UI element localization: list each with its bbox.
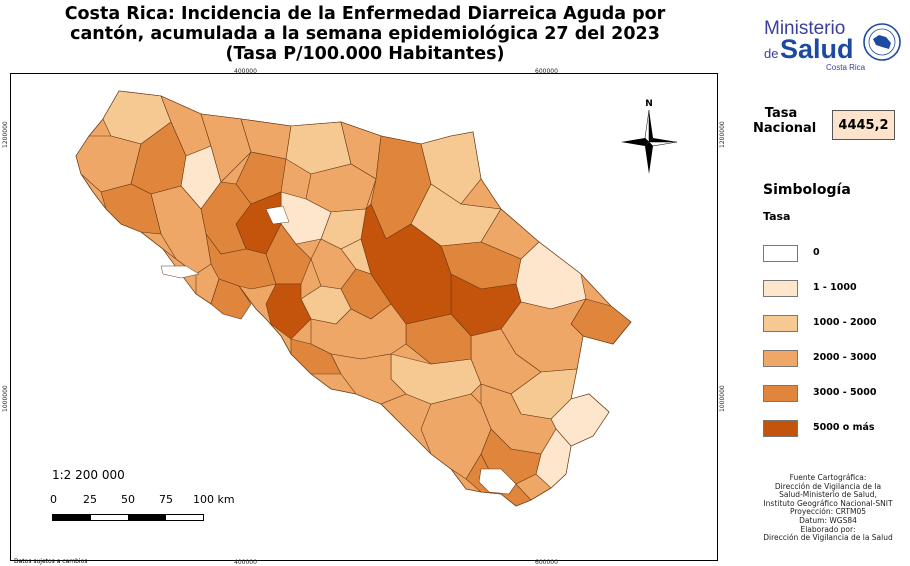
map-title: Costa Rica: Incidencia de la Enfermedad … xyxy=(0,4,730,64)
tasa-label-line-1: Tasa xyxy=(764,106,798,121)
coord-bottom-left: 400000 xyxy=(234,559,257,566)
logo-name: Salud xyxy=(780,34,854,64)
coord-top-right: 600000 xyxy=(535,68,558,75)
legend-label: 1000 - 2000 xyxy=(813,317,877,328)
coord-right-top: 1200000 xyxy=(719,121,726,148)
logo-prefix: de xyxy=(764,46,779,61)
legend-title: Simbología xyxy=(763,182,851,198)
legend-swatch xyxy=(763,350,798,367)
credit-line: Elaborado por: xyxy=(800,524,856,534)
legend-swatch xyxy=(763,385,798,402)
north-arrow-icon xyxy=(621,109,678,174)
map-frame: N xyxy=(10,73,718,561)
tasa-label-line-2: Nacional xyxy=(753,121,817,136)
coord-bottom-right: 600000 xyxy=(535,559,558,566)
coord-right-bottom: 1000000 xyxy=(719,385,726,412)
legend-subtitle: Tasa xyxy=(763,210,791,223)
disclaimer: Datos sujetos a cambios xyxy=(14,558,88,565)
map-canvas: N xyxy=(75,90,678,507)
logo-country: Costa Rica xyxy=(826,63,866,72)
credit-line: Salud-Ministerio de Salud, xyxy=(779,490,877,500)
credit-line: Dirección de Vigilancia de la xyxy=(774,481,882,491)
title-line-3: (Tasa P/100.000 Habitantes) xyxy=(225,44,505,64)
coord-left-bottom: 1000000 xyxy=(2,385,9,412)
logo-line-1: Ministerio xyxy=(764,18,846,39)
legend-label: 2000 - 3000 xyxy=(813,352,877,363)
legend-swatch xyxy=(763,280,798,297)
north-label: N xyxy=(645,99,653,109)
scale-tick: 75 xyxy=(159,493,173,506)
scale-tick: 0 xyxy=(50,493,57,506)
scale-tick: 100 km xyxy=(193,493,235,506)
ministerio-salud-logo: Ministerio de Salud Costa Rica xyxy=(750,16,905,74)
title-line-1: Costa Rica: Incidencia de la Enfermedad … xyxy=(64,4,666,24)
legend-swatch xyxy=(763,315,798,332)
legend-swatch xyxy=(763,420,798,437)
legend-swatch xyxy=(763,245,798,262)
legend-label: 1 - 1000 xyxy=(813,282,857,293)
tasa-nacional-value: 4445,2 xyxy=(832,110,895,140)
coord-left-top: 1200000 xyxy=(2,121,9,148)
seal-icon xyxy=(863,23,901,61)
credit-line: Instituto Geográfico Nacional-SNIT xyxy=(763,498,893,508)
scale-tick: 25 xyxy=(83,493,97,506)
legend-label: 0 xyxy=(813,247,820,258)
scale-tick: 50 xyxy=(121,493,135,506)
title-line-2: cantón, acumulada a la semana epidemioló… xyxy=(70,24,660,44)
credits: Fuente Cartográfica:Dirección de Vigilan… xyxy=(748,473,908,543)
coord-top-left: 400000 xyxy=(234,68,257,75)
scale-bar xyxy=(52,514,204,521)
legend-label: 5000 o más xyxy=(813,422,875,433)
tasa-nacional-label: Tasa Nacional xyxy=(753,106,817,136)
credit-line: Datum: WGS84 xyxy=(799,515,857,525)
credit-line: Proyección: CRTM05 xyxy=(789,507,867,517)
credit-line: Dirección de Vigilancia de la Salud xyxy=(763,533,893,543)
scale-ratio: 1:2 200 000 xyxy=(52,468,125,482)
credit-line: Fuente Cartográfica: xyxy=(789,473,867,482)
legend-label: 3000 - 5000 xyxy=(813,387,877,398)
